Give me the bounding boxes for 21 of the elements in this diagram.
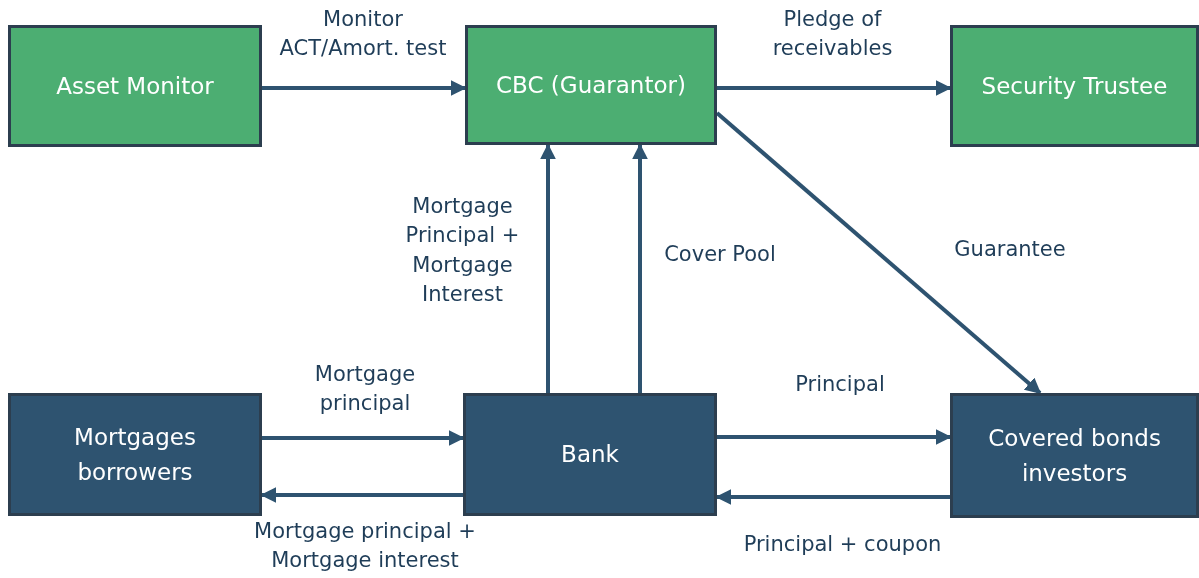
arrow [262, 80, 467, 96]
arrow [715, 489, 950, 505]
arrow [260, 487, 463, 503]
arrow [717, 429, 952, 445]
process-box [8, 393, 262, 516]
process-box [950, 393, 1199, 518]
arrow [717, 80, 952, 96]
box-label: Security Trustee [980, 71, 1169, 101]
process-box [8, 25, 262, 147]
arrow [632, 143, 648, 393]
box-label: Mortgages borrowers [73, 423, 197, 487]
process-box [465, 25, 717, 145]
process-box [950, 25, 1199, 147]
arrow [262, 430, 465, 446]
box-label: CBC (Guarantor) [495, 70, 687, 100]
arrow [715, 111, 1042, 395]
box-label: Asset Monitor [55, 71, 215, 101]
process-box [463, 393, 717, 516]
box-label: Covered bonds investors [987, 424, 1162, 488]
arrow [540, 143, 556, 393]
box-label: Bank [560, 440, 620, 470]
